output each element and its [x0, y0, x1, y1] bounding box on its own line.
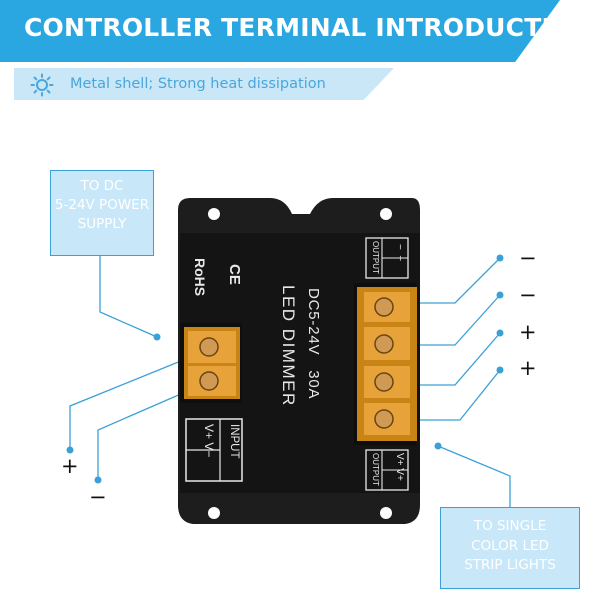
power-supply-callout: TO DC 5-24V POWER SUPPLY	[50, 170, 154, 256]
output-symbol-1: −	[519, 246, 537, 270]
output-symbol-3: +	[519, 320, 537, 344]
subheader-bar	[14, 68, 394, 100]
callout-line: TO SINGLE	[473, 518, 547, 534]
sun-icon	[30, 73, 54, 97]
output-pins-top: − −	[394, 244, 405, 262]
input-symbol-plus: +	[61, 454, 79, 478]
output-pins-bottom: V+ V+	[394, 453, 405, 481]
led-strip-callout: TO SINGLE COLOR LED STRIP LIGHTS	[440, 507, 580, 589]
output-label-top: OUTPUT	[371, 241, 380, 274]
callout-line: COLOR LED	[471, 537, 549, 554]
callout-line: TO DC	[80, 178, 124, 194]
input-symbol-minus: −	[89, 485, 107, 509]
rohs-label: RoHS	[192, 258, 208, 297]
ce-mark: CE	[226, 264, 243, 285]
device-spec-label: DC5-24V 30A	[305, 288, 322, 400]
callout-line: 5-24V POWER	[54, 197, 150, 213]
subheader-text: Metal shell; Strong heat dissipation	[70, 76, 326, 92]
callout-line: SUPPLY	[77, 216, 127, 232]
page-title: CONTROLLER TERMINAL INTRODUCTION	[24, 13, 594, 42]
output-symbol-2: −	[519, 283, 537, 307]
input-label: INPUT	[228, 424, 240, 459]
callout-line: STRIP LIGHTS	[464, 557, 556, 573]
device-name-label: LED DIMMER	[279, 285, 298, 407]
output-symbol-4: +	[519, 356, 537, 380]
output-label-bottom: OUTPUT	[371, 453, 380, 486]
header-banner	[0, 0, 560, 62]
input-pins-label: V+ V−	[202, 424, 216, 458]
